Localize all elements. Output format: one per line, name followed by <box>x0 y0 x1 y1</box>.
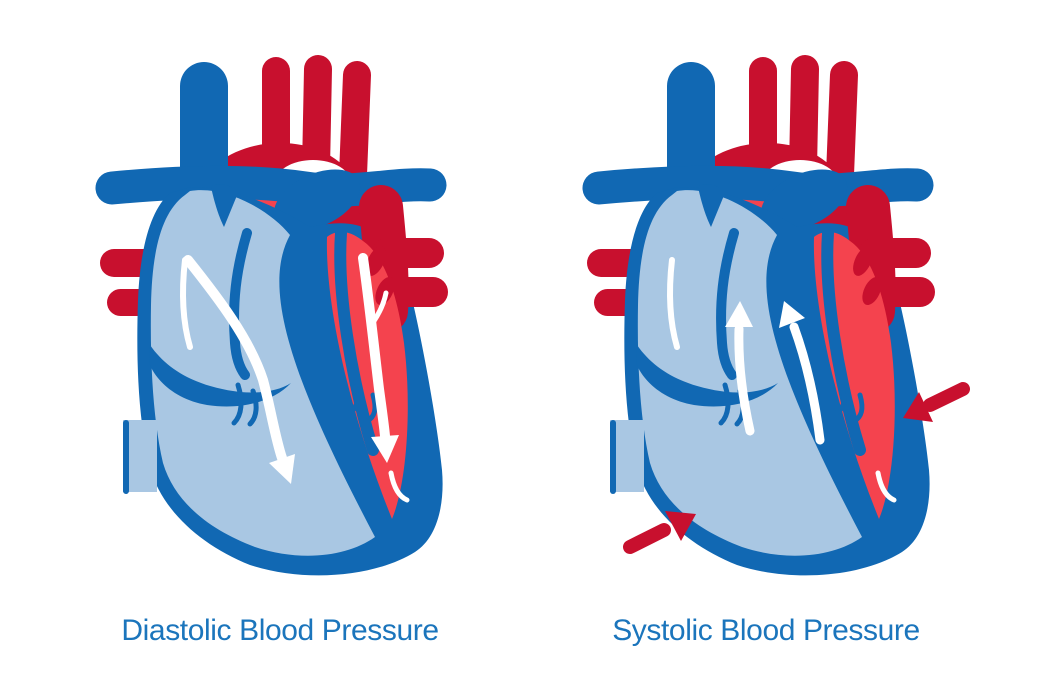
heart-diagram-systolic <box>587 62 970 575</box>
compression-arrowhead-right <box>903 392 933 422</box>
inflow-arrowhead-left-heart <box>371 435 399 463</box>
inflow-arrow-branch <box>371 290 389 324</box>
blood-flow-arrows-diastolic <box>183 253 399 484</box>
inflow-arrowhead-right-heart <box>269 454 295 484</box>
ejection-arrow-right-heart <box>734 324 755 436</box>
heart-diagram-diastolic <box>100 62 448 575</box>
compression-arrowhead-lower-left <box>665 511 696 541</box>
inflow-arrow-left-heart <box>358 253 390 441</box>
compression-arrow-right <box>923 382 970 412</box>
inflow-arrow-right-heart <box>183 255 287 463</box>
compression-arrows <box>623 382 970 554</box>
compression-arrow-lower-left <box>623 523 671 554</box>
diastolic-label: Diastolic Blood Pressure <box>121 614 439 647</box>
ejection-arrow-left-heart <box>789 322 825 445</box>
blood-flow-arrows-systolic <box>725 301 825 445</box>
ejection-arrowhead-right-heart <box>725 301 753 327</box>
systolic-label: Systolic Blood Pressure <box>612 614 920 647</box>
ejection-arrowhead-left-heart <box>779 301 805 328</box>
